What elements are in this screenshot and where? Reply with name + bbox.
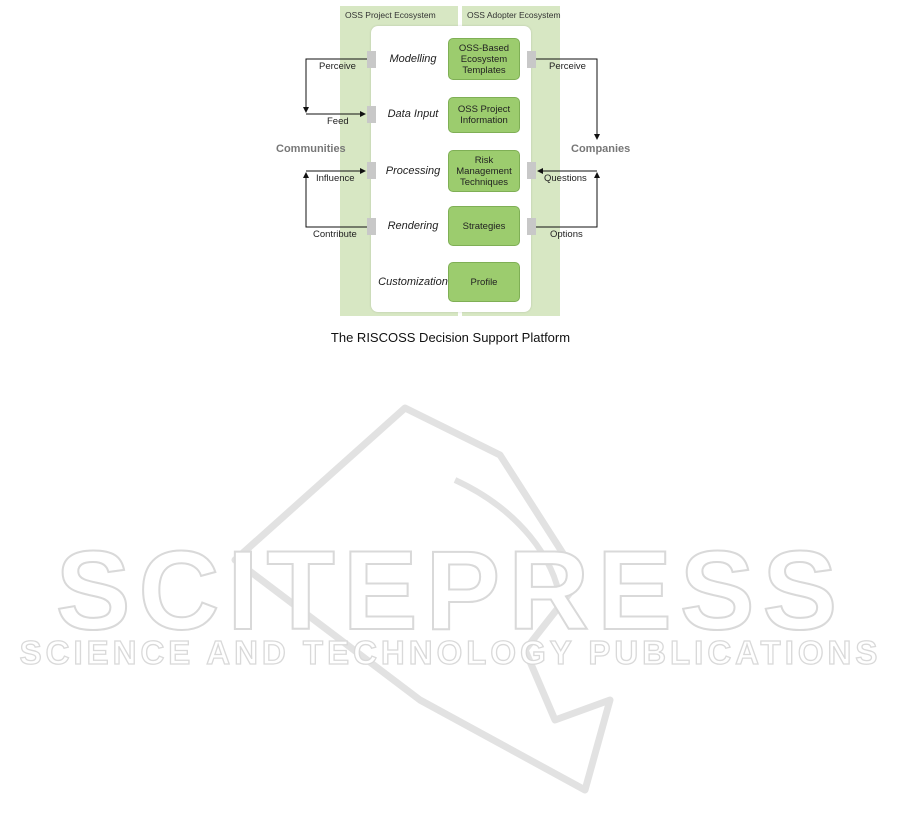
flow-label-questions: Questions bbox=[544, 173, 587, 184]
stage-data-input: Data Input bbox=[387, 108, 439, 120]
oss-adopter-ecosystem-label: OSS Adopter Ecosystem bbox=[467, 10, 561, 20]
watermark-subtitle: SCIENCE AND TECHNOLOGY PUBLICATIONS bbox=[19, 634, 882, 671]
watermark-title: SCITEPRESS bbox=[55, 528, 846, 653]
stage-modelling: Modelling bbox=[389, 53, 437, 65]
stage-rendering: Rendering bbox=[387, 220, 439, 232]
flow-arrows bbox=[303, 58, 600, 228]
left-connector bbox=[367, 218, 376, 235]
actor-companies: Companies bbox=[571, 143, 631, 155]
right-connector bbox=[527, 218, 536, 235]
box-risk-techniques: Risk Management Techniques bbox=[448, 150, 520, 192]
box-strategies: Strategies bbox=[448, 206, 520, 246]
options-arrow bbox=[536, 172, 600, 228]
box-project-information: OSS Project Information bbox=[448, 97, 520, 133]
flow-label-contribute: Contribute bbox=[313, 229, 357, 240]
flow-label-options: Options bbox=[550, 229, 583, 240]
perceive-right-arrow bbox=[536, 58, 600, 140]
box-ecosystem-templates: OSS-Based Ecosystem Templates bbox=[448, 38, 520, 80]
left-connector bbox=[367, 51, 376, 68]
flow-label-feed: Feed bbox=[327, 116, 349, 127]
right-connector bbox=[527, 51, 536, 68]
perceive-left-arrow bbox=[303, 58, 367, 113]
actor-communities: Communities bbox=[276, 143, 346, 155]
left-connector bbox=[367, 106, 376, 123]
watermark-book-shape bbox=[231, 404, 614, 794]
left-connector bbox=[367, 162, 376, 179]
flow-label-perceive-right: Perceive bbox=[549, 61, 586, 72]
right-connector bbox=[527, 162, 536, 179]
flow-label-influence: Influence bbox=[316, 173, 355, 184]
box-profile: Profile bbox=[448, 262, 520, 302]
oss-project-ecosystem-label: OSS Project Ecosystem bbox=[345, 10, 436, 20]
stage-customization: Customization bbox=[378, 276, 448, 288]
figure-caption: The RISCOSS Decision Support Platform bbox=[330, 330, 571, 345]
contribute-arrow bbox=[303, 172, 367, 228]
stage-processing: Processing bbox=[385, 165, 441, 177]
flow-label-perceive-left: Perceive bbox=[319, 61, 356, 72]
watermark-inner-curve bbox=[453, 477, 563, 601]
